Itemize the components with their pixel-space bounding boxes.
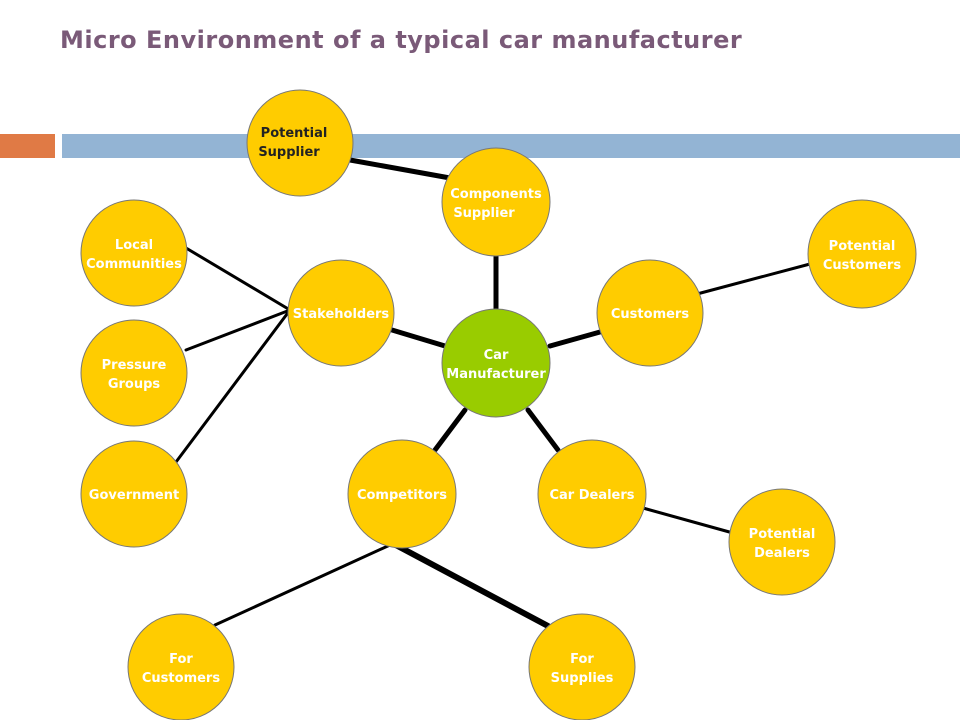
node-label: Supplies (551, 671, 614, 686)
edge-manufacturer-customers (547, 329, 603, 349)
node-local-communities: Local Communities (80, 199, 188, 307)
node-label: Supplier (258, 145, 320, 160)
node-label: Manufacturer (446, 367, 546, 382)
edge-stakeholders-local (184, 246, 292, 312)
edge-competitors-forsupplies (389, 540, 551, 629)
node-label: Potential (749, 527, 816, 542)
node-label: Government (89, 488, 179, 503)
node-label: Potential (261, 126, 328, 141)
accent-bar-orange (0, 134, 55, 158)
node-competitors: Competitors (347, 439, 457, 549)
node-label: Pressure (102, 358, 167, 373)
edge-manufacturer-competitors (432, 407, 468, 453)
edge-manufacturer-stakeholders (389, 327, 448, 349)
node-label: Potential (829, 239, 896, 254)
edge-manufacturer-cardealers (525, 407, 561, 453)
node-car-dealers: Car Dealers (537, 439, 647, 549)
node-for-supplies: For Supplies (528, 613, 636, 720)
node-car-manufacturer: Car Manufacturer (441, 308, 551, 418)
edge-potentialsupplier-components (347, 157, 453, 181)
node-label: Groups (108, 377, 161, 392)
node-label: Customers (142, 671, 220, 686)
node-stakeholders: Stakeholders (287, 259, 395, 367)
node-potential-supplier: Potential Supplier (246, 89, 354, 197)
node-potential-customers: Potential Customers (807, 199, 917, 309)
node-label: Customers (611, 307, 689, 322)
node-for-customers: For Customers (127, 613, 235, 720)
edges (174, 157, 812, 629)
node-government: Government (80, 440, 188, 548)
node-label: Customers (823, 258, 901, 273)
node-pressure-groups: Pressure Groups (80, 319, 188, 427)
edge-customers-potential (695, 262, 812, 296)
node-label: Car (484, 348, 509, 363)
node-customers: Customers (596, 259, 704, 367)
edge-competitors-forcustomers (213, 543, 392, 627)
node-label: Components (450, 187, 542, 202)
node-label: Dealers (754, 546, 810, 561)
node-label: Supplier (453, 206, 515, 221)
edge-stakeholders-government (174, 308, 292, 464)
node-label: For (169, 652, 193, 667)
page-title: Micro Environment of a typical car manuf… (60, 26, 743, 54)
node-potential-dealers: Potential Dealers (728, 488, 836, 596)
node-label: Competitors (357, 488, 447, 503)
node-label: Communities (86, 257, 182, 272)
node-components-supplier: Components Supplier (441, 147, 551, 257)
edge-stakeholders-pressure (184, 308, 292, 352)
node-label: Local (115, 238, 153, 253)
node-label: Stakeholders (293, 307, 390, 322)
edge-cardealers-potential (641, 506, 735, 535)
node-label: For (570, 652, 594, 667)
node-label: Car Dealers (549, 488, 634, 503)
